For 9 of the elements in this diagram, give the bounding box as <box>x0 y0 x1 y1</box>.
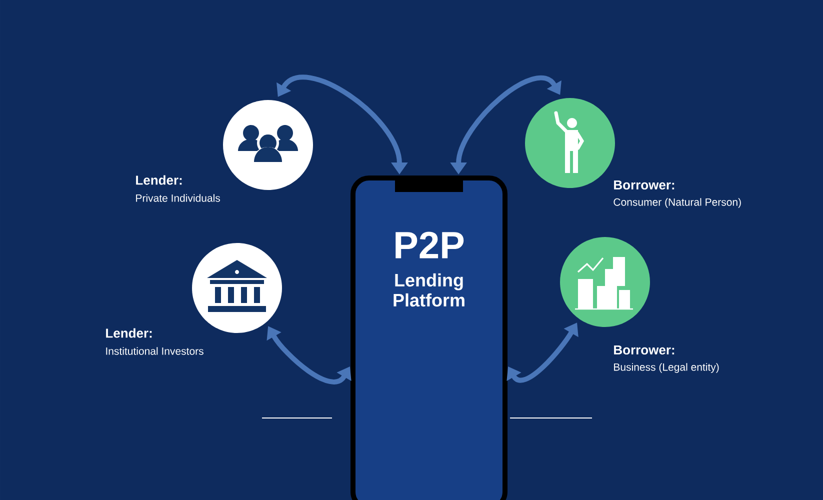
role-description: Private Individuals <box>136 194 220 202</box>
phone: P2P Lending Platform <box>350 176 508 500</box>
role-description: Institutional Investors <box>106 347 204 355</box>
role-heading: Lender: <box>106 328 152 338</box>
role-heading: Lender: <box>136 175 182 185</box>
role-description: Consumer (Natural Person) <box>614 198 741 208</box>
role-heading: Borrower: <box>614 345 674 355</box>
role-description: Business (Legal entity) <box>614 363 719 373</box>
role-heading: Borrower: <box>614 180 674 190</box>
